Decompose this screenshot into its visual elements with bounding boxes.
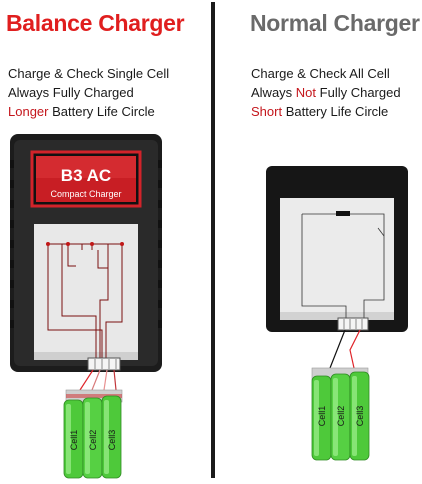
center-divider <box>211 2 215 478</box>
normal-battery-pack <box>311 367 370 461</box>
balance-cell-1-label: Cell1 <box>69 430 79 451</box>
charger-model-label: Compact Charger <box>50 189 121 199</box>
balance-feature-line-3: Longer Battery Life Circle <box>8 104 155 119</box>
normal-connector <box>337 317 369 331</box>
balance-circuit-wiring <box>47 243 123 358</box>
normal-cell-3-label: Cell3 <box>355 406 365 427</box>
normal-feature-line-3: Short Battery Life Circle <box>251 104 389 119</box>
longer-highlight: Longer <box>8 104 49 119</box>
balance-feature-list: Charge & Check Single Cell Always Fully … <box>8 64 169 121</box>
balance-feature-line-1: Charge & Check Single Cell <box>8 66 170 81</box>
short-highlight: Short <box>251 104 283 119</box>
normal-lead-wires <box>329 329 361 369</box>
balance-battery-pack <box>63 389 123 479</box>
balance-cell-2-label: Cell2 <box>88 430 98 451</box>
normal-cell-1-label: Cell1 <box>317 406 327 427</box>
normal-feature-line-1: Charge & Check All Cell <box>251 66 390 81</box>
normal-circuit-wiring <box>301 213 385 318</box>
not-highlight: Not <box>295 85 317 100</box>
balance-charger-title: Balance Charger <box>6 10 185 36</box>
normal-charger-body <box>266 166 408 332</box>
balance-connector <box>87 357 121 371</box>
normal-feature-list: Charge & Check All Cell Always Not Fully… <box>251 64 401 121</box>
balance-feature-line-2: Always Fully Charged <box>8 85 134 100</box>
balance-lead-wires <box>79 369 117 391</box>
normal-charger-title: Normal Charger <box>250 10 420 36</box>
normal-feature-line-2: Always Not Fully Charged <box>251 85 401 100</box>
normal-cell-2-label: Cell2 <box>336 406 346 427</box>
balance-cell-3-label: Cell3 <box>107 430 117 451</box>
normal-circuit-fuse <box>336 211 350 216</box>
charger-brand-label: B3 AC <box>61 166 111 185</box>
